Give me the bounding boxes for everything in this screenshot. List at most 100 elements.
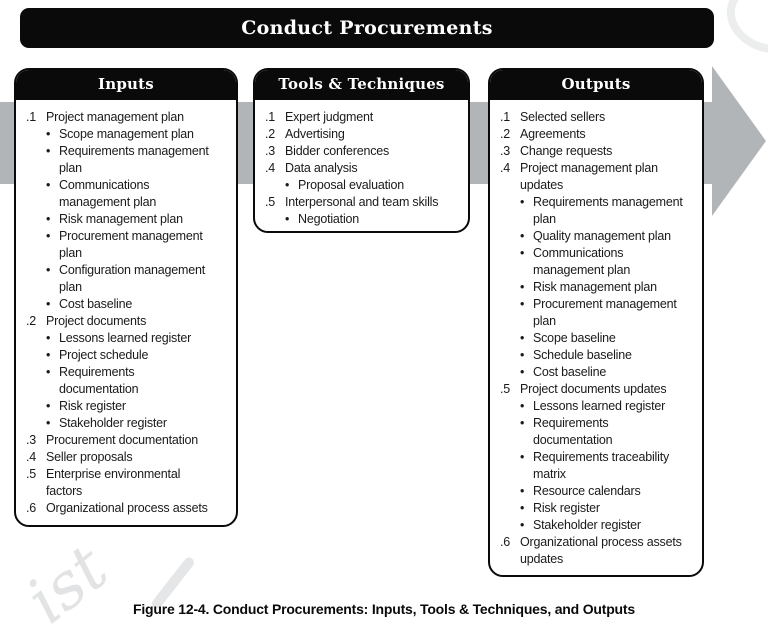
bullet-icon: • xyxy=(46,127,51,141)
subitem-text: Proposal evaluation xyxy=(298,178,404,192)
bullet-icon: • xyxy=(520,246,525,260)
bullet-icon: • xyxy=(46,229,51,243)
subitem-text: Procurement management plan xyxy=(59,229,203,260)
list-item: .6 Organizational process assets xyxy=(26,500,230,517)
list-subitem: • Risk management plan xyxy=(46,211,230,228)
bullet-icon: • xyxy=(520,229,525,243)
subitem-text: Requirements documentation xyxy=(533,416,613,447)
subitem-text: Requirements traceability matrix xyxy=(533,450,670,481)
list-item: .4 Project management plan updates xyxy=(500,160,696,194)
bullet-icon: • xyxy=(520,365,525,379)
subitem-text: Scope baseline xyxy=(533,331,616,345)
item-number: .6 xyxy=(500,535,511,549)
item-text: Advertising xyxy=(285,127,345,141)
item-number: .3 xyxy=(500,144,511,158)
subitem-text: Configuration management plan xyxy=(59,263,205,294)
list-subitem: •Schedule baseline xyxy=(520,347,696,364)
list-item: .2 Agreements xyxy=(500,126,696,143)
item-text: Agreements xyxy=(520,127,586,141)
bullet-icon: • xyxy=(46,348,51,362)
list-subitem: • Risk register xyxy=(46,398,230,415)
list-subitem: •Requirements documentation xyxy=(46,364,230,398)
item-text: Project documents xyxy=(46,314,147,328)
subitem-text: Lessons learned register xyxy=(59,331,192,345)
list-subitem: •Lessons learned register xyxy=(46,330,230,347)
subitem-text: Project schedule xyxy=(59,348,149,362)
bullet-icon: • xyxy=(46,263,51,277)
subitem-text: Risk management plan xyxy=(59,212,183,226)
list-subitem: • Procurement management plan xyxy=(46,228,230,262)
list-subitem: •Requirements management plan xyxy=(520,194,696,228)
list-subitem: • Proposal evaluation xyxy=(285,177,462,194)
item-text: Project documents updates xyxy=(520,382,667,396)
item-number: .6 xyxy=(26,501,37,515)
bullet-icon: • xyxy=(520,450,525,464)
list-subitem: • Requirements traceability matrix xyxy=(520,449,696,483)
process-title: Conduct Procurements xyxy=(20,8,714,48)
list-subitem: • Configuration management plan xyxy=(46,262,230,296)
bullet-icon: • xyxy=(520,195,525,209)
bullet-icon: • xyxy=(520,484,525,498)
tools-techniques-header: Tools & Techniques xyxy=(255,70,468,100)
item-text: Bidder conferences xyxy=(285,144,390,158)
item-number: .5 xyxy=(26,467,37,481)
list-subitem: •Communications management plan xyxy=(520,245,696,279)
list-subitem: • Cost baseline xyxy=(520,364,696,381)
subitem-text: Quality management plan xyxy=(533,229,671,243)
list-subitem: • Project schedule xyxy=(46,347,230,364)
list-subitem: •Stakeholder register xyxy=(46,415,230,432)
item-number: .1 xyxy=(26,110,37,124)
subitem-text: Stakeholder register xyxy=(533,518,641,532)
subitem-text: Requirements management plan xyxy=(59,144,209,175)
subitem-text: Negotiation xyxy=(298,212,360,226)
item-number: .2 xyxy=(500,127,511,141)
list-subitem: •Procurement management plan xyxy=(520,296,696,330)
figure-caption: Figure 12-4. Conduct Procurements: Input… xyxy=(133,601,635,617)
subitem-text: Risk management plan xyxy=(533,280,657,294)
bullet-icon: • xyxy=(285,212,290,226)
list-subitem: •Risk management plan xyxy=(520,279,696,296)
item-text: Project management plan updates xyxy=(520,161,658,192)
subitem-text: Risk register xyxy=(59,399,126,413)
list-subitem: • Requirements management plan xyxy=(46,143,230,177)
list-subitem: • Scope management plan xyxy=(46,126,230,143)
bullet-icon: • xyxy=(46,178,51,192)
subitem-text: Cost baseline xyxy=(533,365,607,379)
subitem-text: Cost baseline xyxy=(59,297,133,311)
item-number: .3 xyxy=(26,433,37,447)
item-text: Procurement documentation xyxy=(46,433,199,447)
item-text: Expert judgment xyxy=(285,110,374,124)
list-subitem: • Lessons learned register xyxy=(520,398,696,415)
bullet-icon: • xyxy=(46,144,51,158)
item-number: .5 xyxy=(500,382,511,396)
item-number: .4 xyxy=(265,161,276,175)
subitem-text: Requirements documentation xyxy=(59,365,139,396)
list-item: .3 Procurement documentation xyxy=(26,432,230,449)
subitem-text: Stakeholder register xyxy=(59,416,167,430)
item-text: Organizational process assets updates xyxy=(520,535,682,566)
bullet-icon: • xyxy=(46,212,51,226)
subitem-text: Lessons learned register xyxy=(533,399,666,413)
bullet-icon: • xyxy=(520,331,525,345)
item-text: Organizational process assets xyxy=(46,501,208,515)
list-subitem: •Stakeholder register xyxy=(520,517,696,534)
subitem-text: Scope management plan xyxy=(59,127,194,141)
item-number: .4 xyxy=(500,161,511,175)
bullet-icon: • xyxy=(520,399,525,413)
bullet-icon: • xyxy=(46,297,51,311)
list-item: .6 Organizational process assets updates xyxy=(500,534,696,568)
bullet-icon: • xyxy=(46,399,51,413)
subitem-text: Procurement management plan xyxy=(533,297,677,328)
bullet-icon: • xyxy=(285,178,290,192)
